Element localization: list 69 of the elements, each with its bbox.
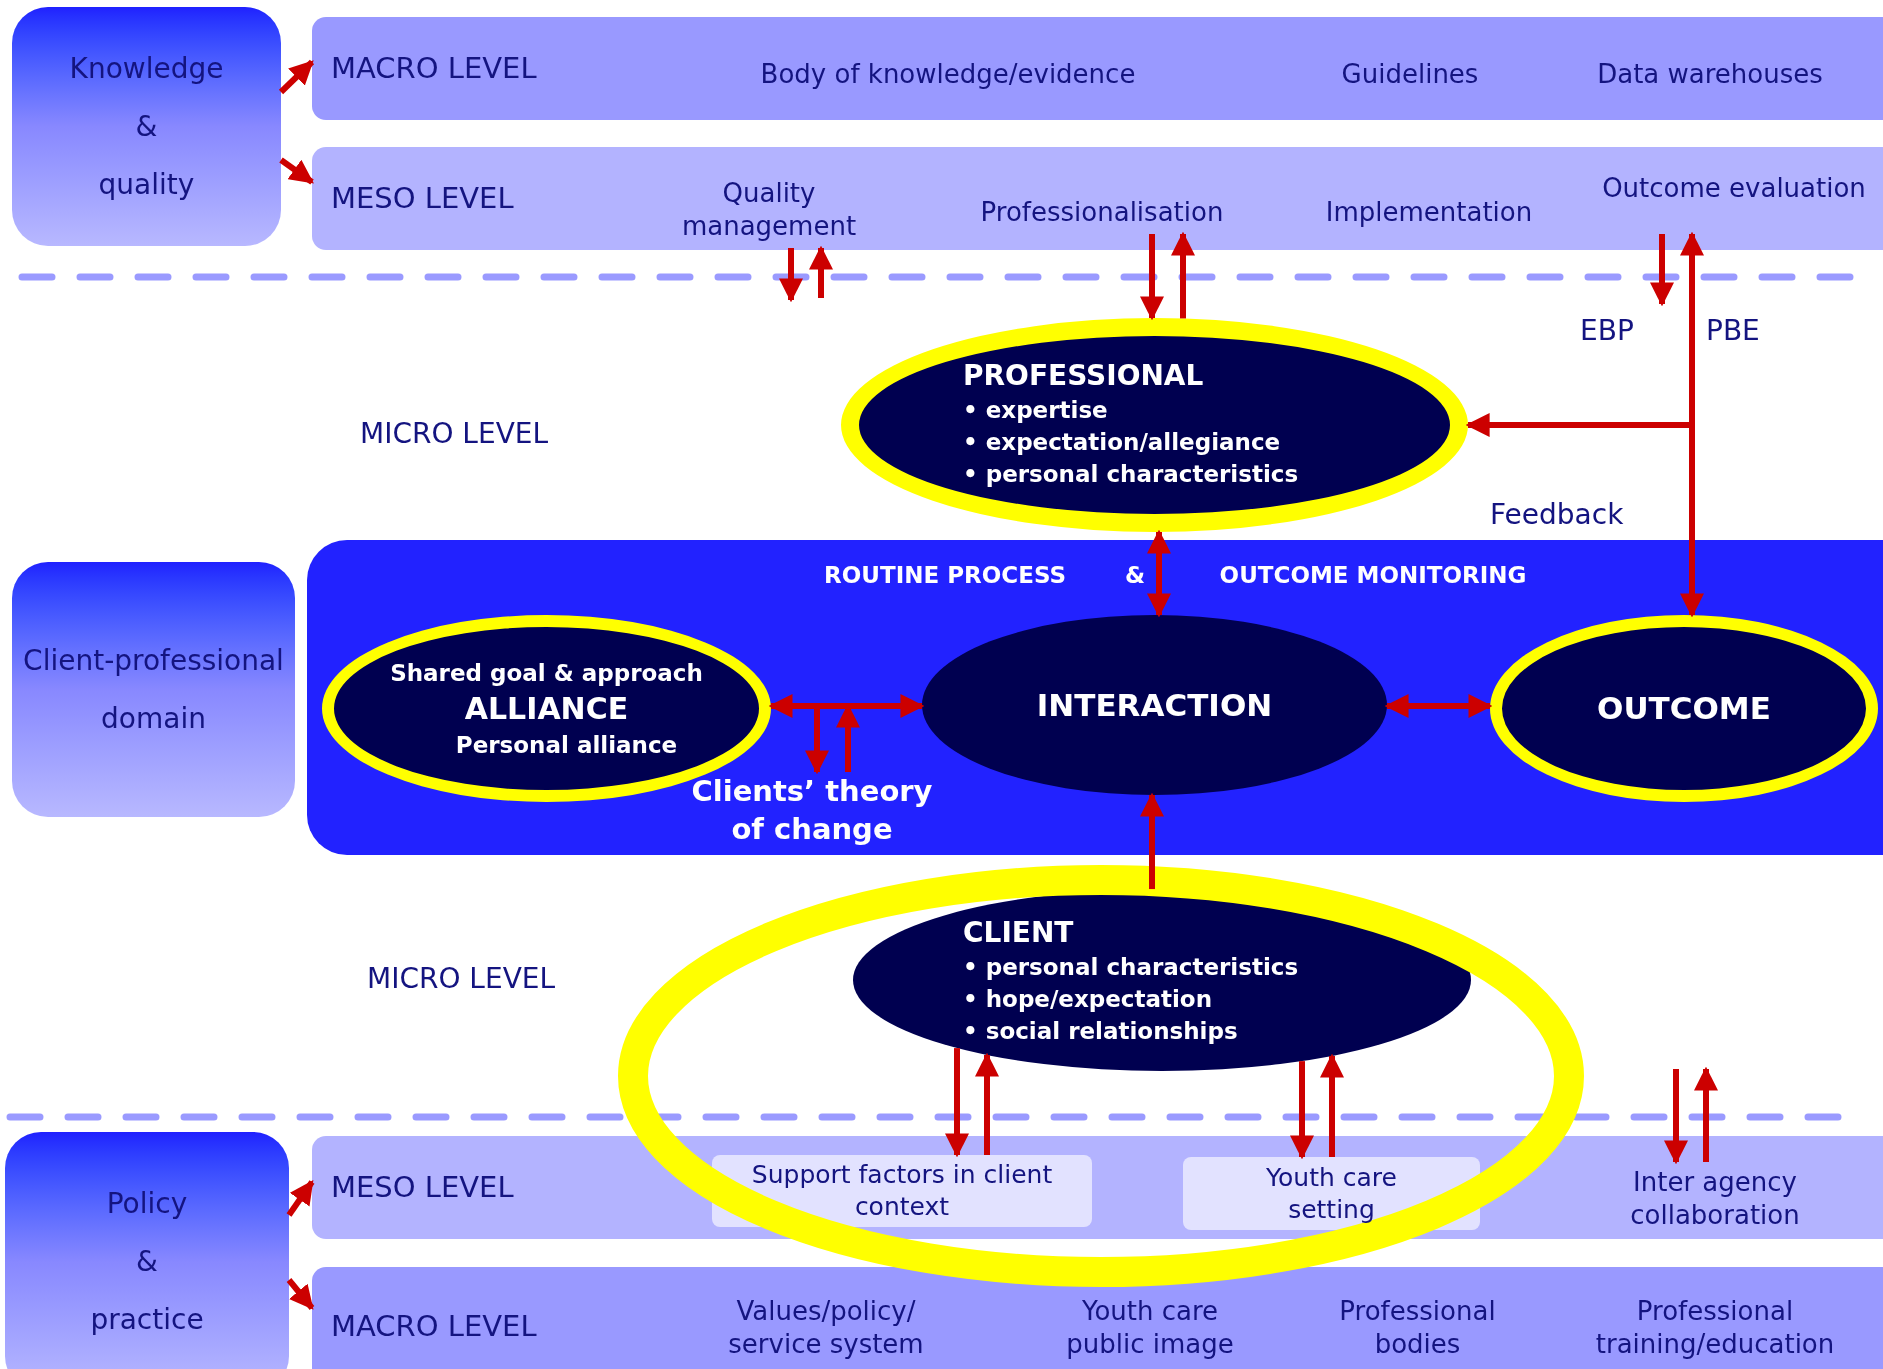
category-label: Knowledge & quality xyxy=(68,50,225,203)
item-label: Youth care public image xyxy=(1050,1290,1250,1366)
bullet-item: • personal characteristics xyxy=(963,460,1299,489)
item-label: Implementation xyxy=(1309,190,1549,234)
level-band xyxy=(312,147,1883,250)
item-label: Professional training/education xyxy=(1560,1290,1870,1366)
level-note: MICRO LEVEL xyxy=(360,416,549,452)
bullet-item: • expertise xyxy=(963,396,1108,425)
panel-heading: & xyxy=(1124,561,1146,590)
category-box xyxy=(12,562,295,817)
item-label: Professional bodies xyxy=(1320,1290,1515,1366)
arrow xyxy=(768,694,925,718)
item-label: Inter agency collaboration xyxy=(1560,1162,1870,1236)
item-label: Data warehouses xyxy=(1560,50,1860,98)
arrow xyxy=(1140,234,1164,321)
panel-heading: ROUTINE PROCESS xyxy=(824,561,1066,590)
level-band xyxy=(312,17,1883,120)
bullet-item: • hope/expectation xyxy=(963,985,1213,1014)
arrow xyxy=(809,245,833,298)
arrow xyxy=(1650,234,1674,307)
item-label: Professionalisation xyxy=(942,190,1262,234)
ellipse-heading: ALLIANCE xyxy=(464,690,629,727)
category-box xyxy=(12,7,281,246)
arrow xyxy=(975,1052,999,1155)
arrow xyxy=(1290,1061,1314,1160)
item-label: Guidelines xyxy=(1330,50,1490,98)
ellipse-heading: CLIENT xyxy=(963,915,1074,951)
arrow xyxy=(279,157,314,185)
arrow xyxy=(286,1180,315,1217)
category-box xyxy=(5,1132,289,1369)
ellipse-text: Shared goal & approach xyxy=(390,658,703,688)
category-label: Policy & practice xyxy=(89,1186,205,1338)
arrow xyxy=(1147,529,1171,618)
category-label: Client-professional domain xyxy=(22,642,285,737)
item-label: Values/policy/ service system xyxy=(716,1290,936,1366)
arrow xyxy=(1140,792,1164,890)
arrow xyxy=(286,1278,315,1310)
arrow xyxy=(1384,694,1493,718)
arrow xyxy=(278,59,315,95)
factor-label: Youth care setting xyxy=(1265,1161,1398,1226)
panel-heading: OUTCOME MONITORING xyxy=(1219,561,1527,590)
level-band xyxy=(312,1267,1883,1369)
item-label: Quality management xyxy=(669,172,869,248)
bullet-item: • personal characteristics xyxy=(963,953,1299,982)
level-label: MACRO LEVEL xyxy=(331,49,537,87)
arrow xyxy=(805,706,829,775)
item-label: Outcome evaluation xyxy=(1588,172,1880,234)
item-label: Body of knowledge/evidence xyxy=(690,50,1206,98)
level-note: MICRO LEVEL xyxy=(367,961,556,997)
arrow xyxy=(1320,1053,1344,1157)
arrow xyxy=(1680,231,1704,618)
theory-label: Clients’ theory of change xyxy=(677,772,947,854)
ellipse-text: Personal alliance xyxy=(455,730,678,760)
bullet-item: • expectation/allegiance xyxy=(963,428,1281,457)
arrow xyxy=(779,248,803,303)
monitoring-panel xyxy=(307,540,1883,855)
arrow xyxy=(945,1048,969,1158)
level-label: MESO LEVEL xyxy=(331,179,514,217)
ellipse-heading: INTERACTION xyxy=(1036,685,1273,725)
level-band xyxy=(312,1136,1883,1239)
factor-label: Support factors in client context xyxy=(750,1159,1054,1223)
bullet-item: • social relationships xyxy=(963,1017,1238,1046)
arrow xyxy=(1171,231,1195,319)
level-label: MACRO LEVEL xyxy=(331,1308,537,1345)
ellipse-heading: PROFESSIONAL xyxy=(963,358,1204,394)
level-label: MESO LEVEL xyxy=(331,1168,514,1206)
ellipse-heading: OUTCOME xyxy=(1597,689,1771,729)
arrow xyxy=(1664,1069,1688,1165)
arrow xyxy=(1694,1066,1718,1162)
